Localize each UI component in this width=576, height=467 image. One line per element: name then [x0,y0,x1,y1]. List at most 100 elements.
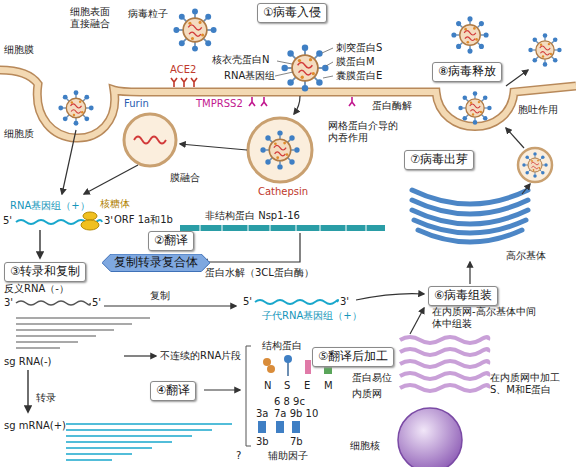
flow-arrow [294,96,300,114]
text-label: 不连续的RNA片段 [160,350,241,362]
step-box: ③转录和复制 [4,262,86,282]
text-label: RNA基因组 [224,70,275,82]
text-label: 膜蛋白M [336,56,375,68]
antisense-rna [16,301,90,305]
text-label: 细胞质 [4,128,34,140]
text-label: E [304,380,310,392]
text-label: 5' [92,297,101,309]
sg-mrna [66,424,232,460]
step-box: ④翻译 [150,381,196,401]
leader-lines [275,48,333,78]
step-box: ①病毒入侵 [257,3,327,23]
text-label: 细胞膜 [4,44,34,56]
step-box: ⑦病毒出芽 [404,150,474,170]
node-text: ④翻译 [156,383,190,399]
endosome [248,118,312,182]
fusion-vesicle [124,114,176,166]
nucleus [398,408,462,467]
virus-particle [58,90,93,125]
text-label: 5' [3,215,12,227]
text-label: 反义RNA（-） [4,283,69,295]
node-text: ⑥病毒组装 [434,288,492,304]
progeny-rna [255,300,338,304]
flow-arrow [410,308,424,334]
text-label: 7b [290,436,303,448]
text-label: 5' [243,296,252,308]
text-label: 刺突蛋白S [336,42,382,54]
node-text: 复制转录复合体 [114,255,198,271]
flow-arrow [27,370,28,412]
flow-arrow [506,70,528,86]
text-label: 转录 [36,392,56,404]
text-label: 高尔基体 [506,250,546,262]
flow-arrow [180,144,247,150]
node-text: ⑤翻译后加工 [318,349,388,365]
text-label: 结构蛋白 [262,340,302,352]
text-label: 蛋白酶解 [372,100,412,112]
text-label: 在内质网中加工S、M和E蛋白 [490,372,570,395]
virus-particle [458,91,491,124]
text-label: sg RNA(-) [4,356,51,368]
step-box: ⑥病毒组装 [428,286,498,306]
text-label: ORF 1a和1b [114,214,173,226]
flow-arrow [506,128,524,148]
text-label: 胞吐作用 [518,104,558,116]
hexagon-shape [102,254,210,272]
text-label: 核糖体 [100,198,130,210]
flow-arrow [84,165,138,194]
bracket [246,346,251,446]
text-label: ACE2 [170,64,196,76]
virus-particle [281,44,328,91]
text-label: 6 8 9c [274,396,305,408]
text-label: 蛋白易位 [352,372,392,384]
node-text: ②翻译 [154,233,188,249]
node-text: ⑧病毒释放 [438,64,496,80]
text-label: 辅助因子 [268,450,308,462]
virus-particle [260,130,299,169]
accessory-factors [258,421,300,433]
text-label: 在内质网-高尔基体中间体中组装 [432,306,544,329]
text-label: TMPRSS2 [196,98,243,110]
node-text: ③转录和复制 [10,264,80,280]
flow-arrow [124,355,156,356]
released-rna [134,137,166,144]
text-label: 3' [4,297,13,309]
flow-arrow [522,184,530,194]
text-label: 非结构蛋白 Nsp1-16 [205,210,300,222]
text-label: 内质网 [352,388,382,400]
complex-hexagon: 复制转录复合体 [102,254,210,272]
flow-arrow [62,130,76,194]
text-label: 细胞表面直接融合 [70,6,114,29]
ribosome [81,220,99,230]
text-label: 3' [340,296,349,308]
virus-particle [522,152,548,178]
endoplasmic-reticulum [400,337,488,391]
polyprotein-dividers [200,225,366,231]
flow-arrow [469,262,470,284]
text-label: sg mRNA(+) [4,420,66,432]
virus-particle [528,33,561,66]
text-label: N [264,380,271,392]
text-label: 细胞核 [350,440,380,452]
transport-vesicle [518,148,552,182]
text-label: 3b [256,436,269,448]
flow-arrow [104,305,236,306]
text-label: 病毒粒子 [128,8,168,20]
tmprss2-proteases [249,97,355,106]
text-label: 子代RNA基因组（+） [262,310,362,322]
text-label: 3a [256,408,269,420]
golgi-apparatus [412,190,528,242]
node-text: ⑦病毒出芽 [410,152,468,168]
text-label: 蛋白水解（3CL蛋白酶） [205,267,314,279]
text-label: S [284,380,290,392]
virus-particle [451,16,488,53]
text-label: 3' [104,215,113,227]
text-label: 网格蛋白介导的内吞作用 [328,120,400,143]
text-label: 核衣壳蛋白N [212,54,269,66]
text-label: ? [236,450,241,462]
text-label: 7a 9b 10 [274,408,318,420]
text-label: RNA基因组（+） [10,200,90,212]
polyprotein-bar [180,225,385,231]
text-label: Cathepsin [258,186,308,198]
